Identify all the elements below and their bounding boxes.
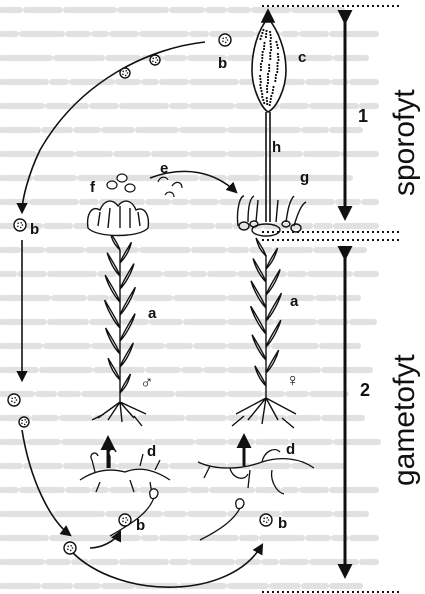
protonema-upward-arrows [108,436,244,468]
male-protonema [80,449,170,494]
seta-stalk [266,112,270,222]
phase-boundary-lines [262,6,400,592]
label-a-left: a [148,305,157,322]
released-antheridia [107,174,135,192]
female-rhizoids [232,398,296,428]
spores [8,34,272,554]
label-number-1: 1 [358,106,368,126]
arrow-bottom-across [72,545,262,587]
archegonia-cluster [237,196,306,236]
label-number-2: 2 [360,380,370,400]
male-symbol: ♂ [140,372,154,392]
sporangium-capsule [252,10,286,112]
label-g: g [300,169,309,186]
female-protonema [198,450,314,494]
sporophyte-label: sporofyt [388,89,421,196]
male-rhizoids [92,402,146,426]
male-gametophyte-plant [88,201,149,426]
spore-group-top [120,34,231,78]
arrow-left-to-bottom [22,430,70,535]
label-d-left: d [147,443,156,460]
label-b-top: b [218,55,227,72]
cycle-arrows [22,42,262,587]
label-e: e [160,160,168,177]
gametophyte-label: gametofyt [388,354,421,486]
sperm-cells [158,177,182,197]
germinating-spores [110,489,244,540]
label-a-right: a [290,293,299,310]
label-h: h [272,139,281,156]
arrow-spore-to-male [90,532,120,548]
label-f: f [90,179,96,196]
label-b-bottom-left: b [136,517,145,534]
female-gametophyte-plant [232,196,306,428]
male-antheridia-head [88,201,149,235]
spore-group-left [8,219,29,427]
label-b-bottom-right: b [278,515,287,532]
label-c: c [298,49,306,66]
female-symbol: ♀ [286,370,300,390]
label-b-left: b [30,221,39,238]
label-d-right: d [286,441,295,458]
